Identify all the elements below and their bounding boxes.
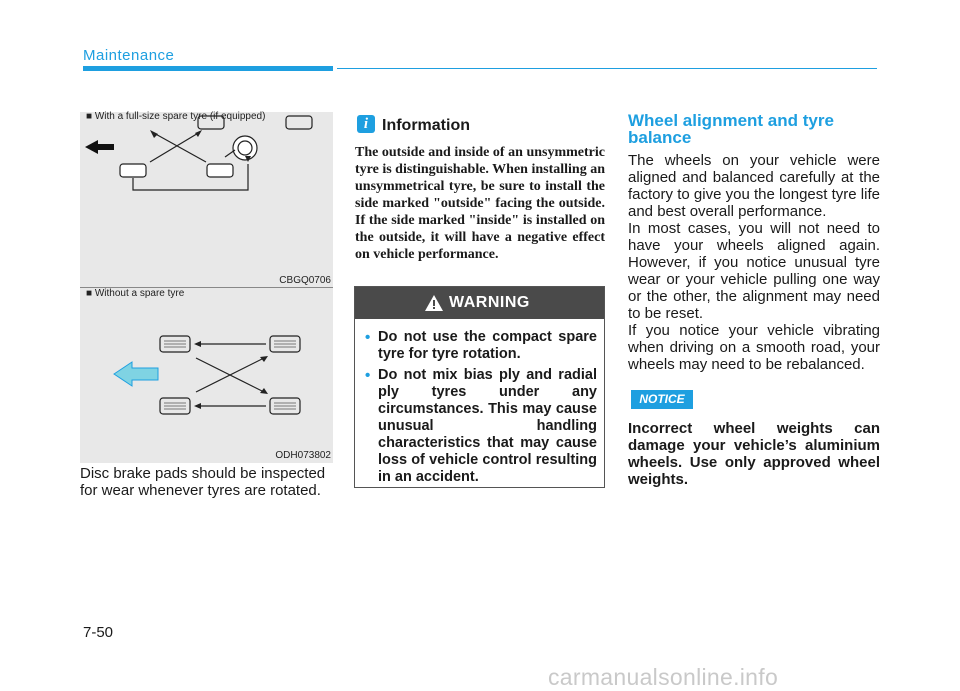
section-heading: Wheel alignment and tyre balance: [628, 111, 834, 147]
warning-header: WARNING: [355, 287, 604, 319]
tyre-rear-left: [159, 397, 191, 415]
warning-triangle-icon: [425, 295, 443, 311]
header-bar: [83, 66, 333, 71]
figure-code: ODH073802: [275, 450, 331, 461]
paragraph: The wheels on your vehicle were aligned …: [628, 152, 880, 220]
watermark: carmanualsonline.info: [548, 664, 779, 690]
warning-label: WARNING: [449, 294, 530, 311]
figure-divider: [80, 287, 333, 288]
paragraph: If you notice your vehicle vibrating whe…: [628, 322, 880, 373]
tyre-rear-right: [269, 397, 301, 415]
tyre-front-left: [197, 115, 225, 130]
section-title: Maintenance: [83, 47, 175, 64]
warning-box: WARNING •Do not use the compact spare ty…: [354, 286, 605, 488]
warning-item: •Do not use the compact spare tyre for t…: [365, 329, 597, 362]
paragraph: In most cases, you will not need to have…: [628, 220, 880, 322]
tyre-rear-left: [119, 163, 147, 178]
brake-pad-note-line1: Disc brake pads should be inspected: [80, 465, 326, 482]
warning-list: •Do not use the compact spare tyre for t…: [365, 329, 597, 490]
tyre-front-right: [269, 335, 301, 353]
bullet-icon: •: [365, 329, 371, 346]
info-icon: i: [357, 115, 375, 133]
info-body: The outside and inside of an unsymmetric…: [355, 145, 605, 262]
spare-tyre: [232, 135, 258, 161]
bullet-icon: •: [365, 367, 371, 384]
figure-code: CBGQ0706: [279, 275, 331, 286]
rotation-diagram-full-spare: [85, 115, 313, 191]
direction-arrow-icon: [113, 361, 159, 387]
page-number: 7-50: [83, 624, 114, 641]
notice-badge: NOTICE: [631, 390, 693, 409]
rotation-diagram-no-spare: [113, 335, 301, 415]
figure-caption: ■ Without a spare tyre: [86, 288, 185, 299]
tyre-rear-right: [206, 163, 234, 178]
rotation-figure-full-spare: ■ With a full-size spare tyre (if equipp…: [80, 111, 333, 287]
header-rule: [337, 68, 877, 69]
tyre-front-left: [159, 335, 191, 353]
notice-text: Incorrect wheel weights can damage your …: [628, 420, 880, 488]
warning-item: •Do not mix bias ply and radial ply tyre…: [365, 367, 597, 485]
tyre-front-right: [285, 115, 313, 130]
direction-arrow-icon: [85, 140, 114, 154]
info-title: Information: [382, 117, 470, 134]
brake-pad-note-line2: for wear whenever tyres are rotated.: [80, 482, 321, 499]
figure-caption: ■ With a full-size spare tyre (if equipp…: [86, 111, 266, 122]
rotation-figure-no-spare: ■ Without a spare tyre ODH073802: [80, 288, 333, 463]
